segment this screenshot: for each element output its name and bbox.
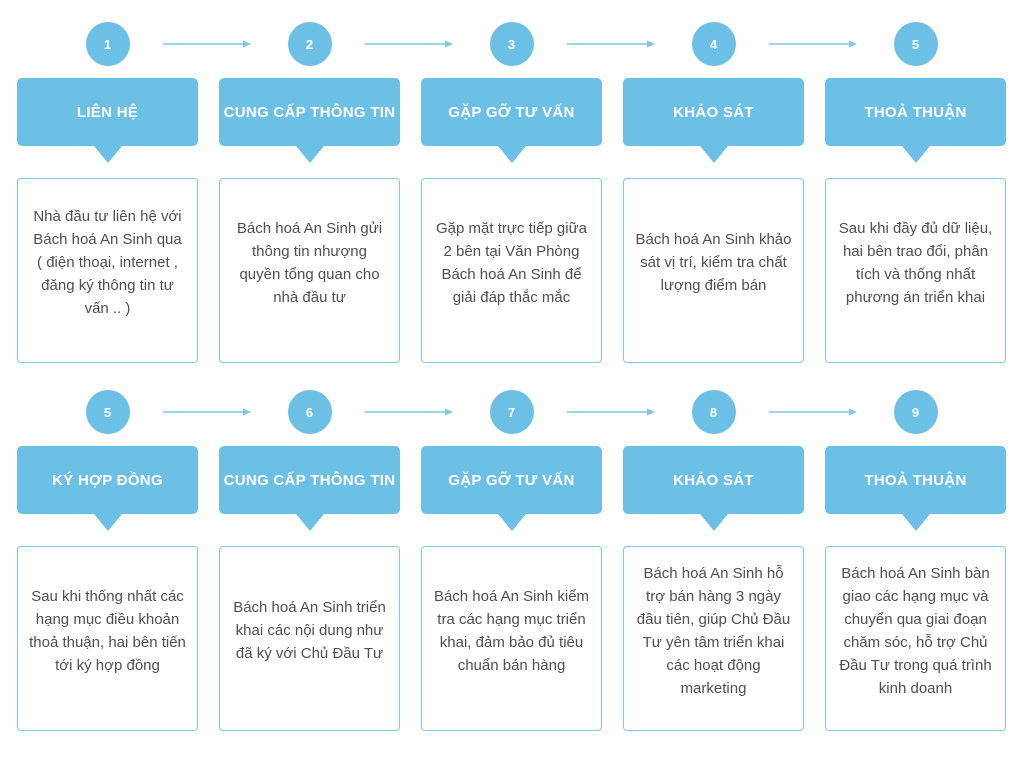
- step-description-box: Bách hoá An Sinh hỗ trợ bán hàng 3 ngày …: [623, 546, 804, 731]
- step-number: 9: [911, 404, 920, 420]
- step-description: Bách hoá An Sinh bàn giao các hạng mục v…: [839, 564, 992, 697]
- step-description: Bách hoá An Sinh triển khai các nội dung…: [233, 599, 386, 662]
- step-description: Nhà đầu tư liên hệ với Bách hoá An Sinh …: [33, 208, 182, 317]
- step-6: 5 KÝ HỢP ĐỒNG Sau khi thống nhất các hạn…: [17, 390, 198, 731]
- step-title: GẶP GỠ TƯ VẤN: [448, 471, 575, 489]
- step-description-box: Nhà đầu tư liên hệ với Bách hoá An Sinh …: [17, 178, 198, 363]
- step-title: LIÊN HỆ: [76, 103, 139, 121]
- step-number-badge: 8: [691, 390, 736, 434]
- step-4: 4 KHẢO SÁT Bách hoá An Sinh khảo sát vị …: [623, 22, 804, 363]
- step-number: 8: [709, 404, 718, 420]
- step-description: Gặp mặt trực tiếp giữa 2 bên tại Văn Phò…: [436, 219, 587, 306]
- step-2: 2 CUNG CẤP THÔNG TIN Bách hoá An Sinh gử…: [219, 22, 400, 363]
- step-10: 9 THOẢ THUẬN Bách hoá An Sinh bàn giao c…: [825, 390, 1006, 731]
- step-number-badge: 7: [489, 390, 534, 434]
- step-3: 3 GẶP GỠ TƯ VẤN Gặp mặt trực tiếp giữa 2…: [421, 22, 602, 363]
- step-description: Bách hoá An Sinh khảo sát vị trí, kiểm t…: [635, 231, 792, 294]
- right-arrow-icon: [769, 408, 857, 416]
- step-number: 5: [911, 36, 920, 52]
- step-7: 6 CUNG CẤP THÔNG TIN Bách hoá An Sinh tr…: [219, 390, 400, 731]
- step-title-banner: LIÊN HỆ: [17, 78, 198, 146]
- step-title-banner: THOẢ THUẬN: [825, 446, 1006, 514]
- step-title: THOẢ THUẬN: [864, 471, 967, 489]
- step-description: Bách hoá An Sinh kiểm tra các hạng mục t…: [433, 587, 590, 674]
- step-description-box: Gặp mặt trực tiếp giữa 2 bên tại Văn Phò…: [421, 178, 602, 363]
- step-description-box: Bách hoá An Sinh khảo sát vị trí, kiểm t…: [623, 178, 804, 363]
- right-arrow-icon: [567, 40, 655, 48]
- step-number: 3: [507, 36, 516, 52]
- step-title-banner: GẶP GỠ TƯ VẤN: [421, 78, 602, 146]
- step-description-box: Sau khi đầy đủ dữ liệu, hai bên trao đổi…: [825, 178, 1006, 363]
- step-description-box: Bách hoá An Sinh bàn giao các hạng mục v…: [825, 546, 1006, 731]
- step-title-banner: GẶP GỠ TƯ VẤN: [421, 446, 602, 514]
- step-title: KÝ HỢP ĐỒNG: [52, 471, 163, 489]
- right-arrow-icon: [769, 40, 857, 48]
- step-description-box: Bách hoá An Sinh triển khai các nội dung…: [219, 546, 400, 731]
- step-title-banner: KÝ HỢP ĐỒNG: [17, 446, 198, 514]
- step-title-banner: CUNG CẤP THÔNG TIN: [219, 78, 400, 146]
- step-number-badge: 1: [85, 22, 130, 66]
- right-arrow-icon: [163, 408, 251, 416]
- step-description: Sau khi đầy đủ dữ liệu, hai bên trao đổi…: [838, 219, 993, 306]
- step-number-badge: 5: [893, 22, 938, 66]
- step-title-banner: CUNG CẤP THÔNG TIN: [219, 446, 400, 514]
- right-arrow-icon: [365, 40, 453, 48]
- step-number: 7: [507, 404, 516, 420]
- step-number: 4: [709, 36, 718, 52]
- step-number: 1: [103, 36, 112, 52]
- right-arrow-icon: [567, 408, 655, 416]
- step-description-box: Bách hoá An Sinh gửi thông tin nhượng qu…: [219, 178, 400, 363]
- step-title-banner: THOẢ THUẬN: [825, 78, 1006, 146]
- step-title: GẶP GỠ TƯ VẤN: [448, 103, 575, 121]
- step-1: 1 LIÊN HỆ Nhà đầu tư liên hệ với Bách ho…: [17, 22, 198, 363]
- step-9: 8 KHẢO SÁT Bách hoá An Sinh hỗ trợ bán h…: [623, 390, 804, 731]
- step-number-badge: 6: [287, 390, 332, 434]
- step-title: CUNG CẤP THÔNG TIN: [223, 471, 396, 489]
- step-number: 6: [305, 404, 314, 420]
- step-description: Sau khi thống nhất các hạng mục điều kho…: [29, 587, 186, 674]
- step-number: 2: [305, 36, 314, 52]
- step-8: 7 GẶP GỠ TƯ VẤN Bách hoá An Sinh kiểm tr…: [421, 390, 602, 731]
- step-number: 5: [103, 404, 112, 420]
- step-title-banner: KHẢO SÁT: [623, 446, 804, 514]
- step-number-badge: 4: [691, 22, 736, 66]
- step-description-box: Bách hoá An Sinh kiểm tra các hạng mục t…: [421, 546, 602, 731]
- step-number-badge: 9: [893, 390, 938, 434]
- step-title: CUNG CẤP THÔNG TIN: [223, 103, 396, 121]
- step-title-banner: KHẢO SÁT: [623, 78, 804, 146]
- step-number-badge: 5: [85, 390, 130, 434]
- step-description-box: Sau khi thống nhất các hạng mục điều kho…: [17, 546, 198, 731]
- right-arrow-icon: [163, 40, 251, 48]
- step-title: KHẢO SÁT: [673, 471, 754, 489]
- right-arrow-icon: [365, 408, 453, 416]
- step-title: THOẢ THUẬN: [864, 103, 967, 121]
- step-number-badge: 2: [287, 22, 332, 66]
- step-description: Bách hoá An Sinh hỗ trợ bán hàng 3 ngày …: [636, 564, 791, 697]
- step-5: 5 THOẢ THUẬN Sau khi đầy đủ dữ liệu, hai…: [825, 22, 1006, 363]
- step-number-badge: 3: [489, 22, 534, 66]
- step-description: Bách hoá An Sinh gửi thông tin nhượng qu…: [236, 219, 383, 306]
- step-title: KHẢO SÁT: [673, 103, 754, 121]
